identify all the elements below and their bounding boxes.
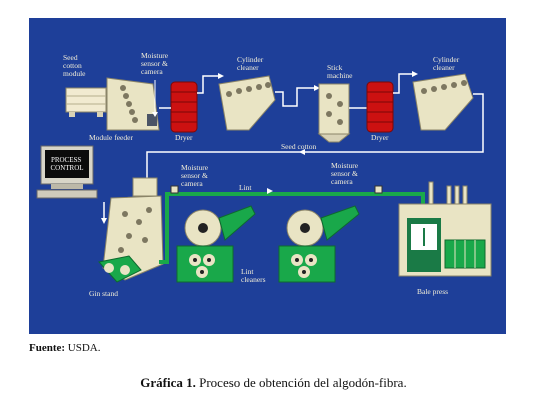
lint-label: Lint — [239, 183, 252, 192]
bale-press-label: Bale press — [417, 287, 448, 296]
lint-cleaner-2 — [278, 205, 360, 283]
gin-stand — [98, 177, 164, 283]
diagram-background — [29, 18, 506, 334]
dryer-label-2: Dryer — [371, 133, 389, 142]
stick-machine — [317, 83, 351, 143]
flow-arrow — [412, 71, 418, 77]
source-note: Fuente: USDA. — [29, 342, 101, 354]
moisture-sensor-label-2: Moisture sensor & camera — [181, 163, 210, 188]
cotton-ginning-diagram: Seed cotton module Module feeder Moistur… — [29, 18, 506, 334]
source-label: Fuente: — [29, 342, 66, 354]
lint-cleaners-label: Lint cleaners — [241, 267, 266, 284]
moisture-sensor-arrow-1 — [152, 112, 158, 117]
caption-label: Gráfica 1. — [140, 375, 196, 390]
moisture-sensor-2 — [170, 185, 179, 194]
cylinder-cleaner-1 — [218, 75, 276, 131]
process-control-computer — [36, 145, 98, 199]
cylinder-cleaner-2 — [412, 73, 474, 131]
flow-line — [393, 73, 413, 94]
lint-cleaner-1 — [176, 205, 256, 283]
seed-cotton-label: Seed cotton — [281, 142, 316, 151]
dryer-2 — [366, 81, 394, 133]
flow-arrow — [299, 149, 305, 155]
dryer-label-1: Dryer — [175, 133, 193, 142]
cylinder-cleaner-label-2: Cylinder cleaner — [433, 55, 461, 72]
flow-arrow — [314, 85, 320, 91]
moisture-sensor-label-3: Moisture sensor & camera — [331, 161, 360, 186]
flow-line — [197, 75, 219, 94]
seed-cotton-module — [65, 87, 107, 117]
cylinder-cleaner-label-1: Cylinder cleaner — [237, 55, 265, 72]
flow-line — [275, 87, 315, 107]
flow-arrow — [101, 218, 107, 224]
figure-caption: Gráfica 1. Proceso de obtención del algo… — [0, 375, 547, 391]
bale-press — [398, 181, 492, 277]
process-control-label: PROCESS CONTROL — [50, 156, 83, 172]
flow-arrow — [267, 188, 273, 194]
moisture-sensor-label-1: Moisture sensor & camera — [141, 51, 170, 76]
caption-text: Proceso de obtención del algodón-fibra. — [199, 375, 407, 390]
dryer-1 — [170, 81, 198, 133]
stick-machine-label: Stick machine — [327, 63, 353, 80]
module-feeder-label: Module feeder — [89, 133, 133, 142]
flow-arrow — [218, 73, 224, 79]
lint-duct — [159, 192, 425, 264]
seed-cotton-module-label: Seed cotton module — [63, 53, 86, 78]
module-feeder — [106, 77, 160, 131]
seed-cotton-return-line — [146, 93, 484, 178]
gin-stand-label: Gin stand — [89, 289, 118, 298]
moisture-sensor-3 — [374, 185, 383, 194]
source-value: USDA. — [67, 342, 101, 354]
